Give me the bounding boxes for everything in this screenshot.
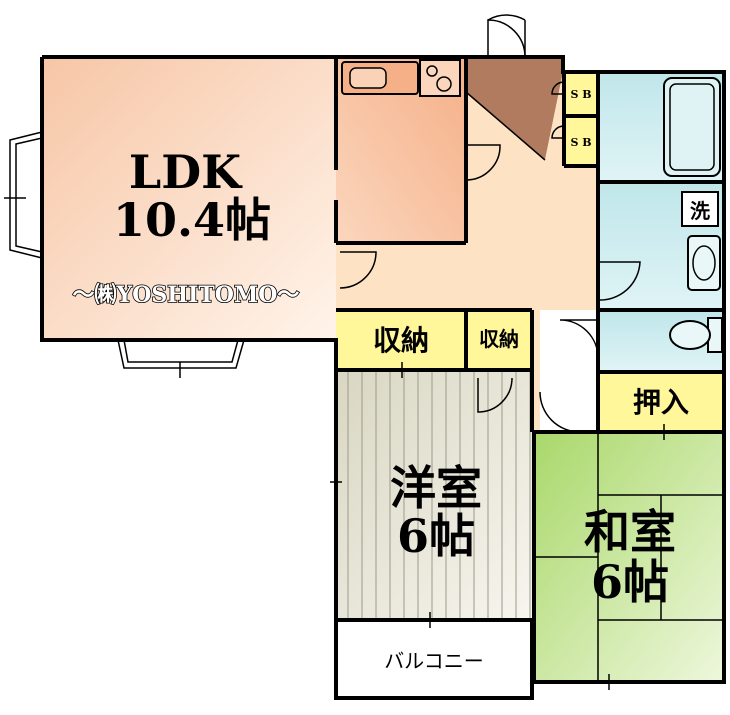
entrance-area (466, 57, 563, 160)
ldk-area (42, 57, 336, 340)
flooring-lines (347, 372, 531, 618)
washbasin-icon (687, 235, 721, 291)
stove-icon (419, 59, 461, 97)
japanese-room-size: 6帖 (591, 555, 669, 609)
walls (40, 55, 726, 700)
western-room-area (336, 370, 532, 620)
western-room-size: 6帖 (397, 509, 475, 563)
windows (4, 131, 665, 690)
sb-label-1: S B (570, 88, 591, 101)
tatami-lines (534, 432, 724, 682)
sb-label-2: S B (570, 136, 591, 149)
laundry-box (681, 191, 719, 227)
sb-box-2 (564, 117, 598, 166)
storage-label-2: 収納 (479, 327, 519, 351)
storage-area-2 (466, 310, 532, 370)
balcony-label: バルコニー (384, 649, 484, 673)
company-watermark: 〜㈱YOSHITOMO〜 (73, 282, 300, 308)
balcony-area (336, 620, 532, 698)
laundry-label: 洗 (690, 199, 710, 223)
closet-label: 押入 (633, 386, 689, 419)
sb-box-1 (564, 72, 598, 116)
ldk-room-size: 10.4帖 (113, 193, 271, 247)
toilet-icon (669, 317, 723, 353)
storage-area-1 (336, 310, 466, 370)
storage-label-1: 収納 (373, 324, 429, 357)
closet-area (598, 372, 724, 432)
kitchen-sink-icon (341, 61, 419, 95)
western-room-name: 洋室 (390, 461, 482, 515)
doors (339, 14, 641, 433)
bathtub-icon (663, 77, 721, 177)
japanese-room-name: 和室 (584, 505, 676, 559)
ldk-room-name: LDK (129, 145, 243, 199)
